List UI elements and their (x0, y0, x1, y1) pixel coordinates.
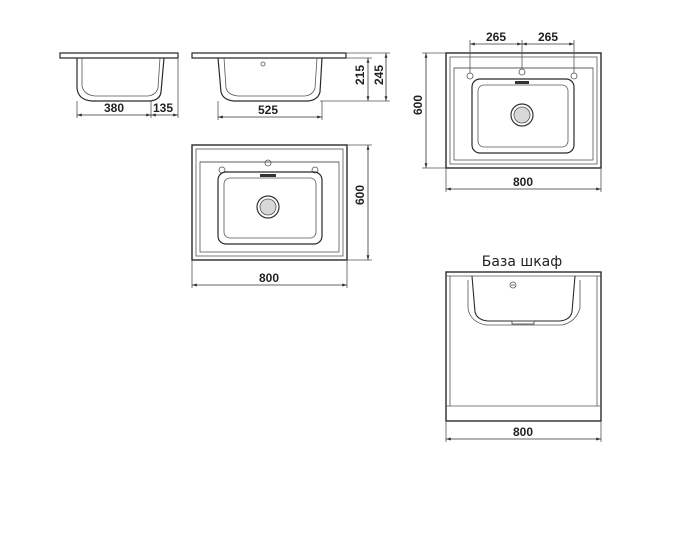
dim-depth-600-right: 600 (411, 95, 425, 115)
dim-bowl-height-215: 215 (353, 65, 367, 85)
dim-width-800-cabinet: 800 (513, 425, 533, 439)
dim-depth-600-left: 600 (353, 185, 367, 205)
dim-depth-380: 380 (104, 101, 124, 115)
dim-tap-spacing-right: 265 (538, 30, 558, 44)
dim-total-height-245: 245 (372, 65, 386, 85)
dim-tap-spacing-left: 265 (486, 30, 506, 44)
top-view-left: 600 800 (191, 144, 372, 288)
top-view-right: 265 265 600 800 (411, 30, 602, 192)
dim-width-525: 525 (258, 103, 278, 117)
dim-width-800-right: 800 (513, 175, 533, 189)
cabinet-caption: База шкаф (482, 254, 563, 270)
dim-overhang-135: 135 (153, 101, 173, 115)
dim-width-800-left: 800 (259, 271, 279, 285)
cabinet-view: База шкаф 800 (445, 254, 602, 442)
side-view-middle: 525 215 245 (191, 52, 390, 120)
side-view-left: 380 135 (59, 52, 179, 118)
